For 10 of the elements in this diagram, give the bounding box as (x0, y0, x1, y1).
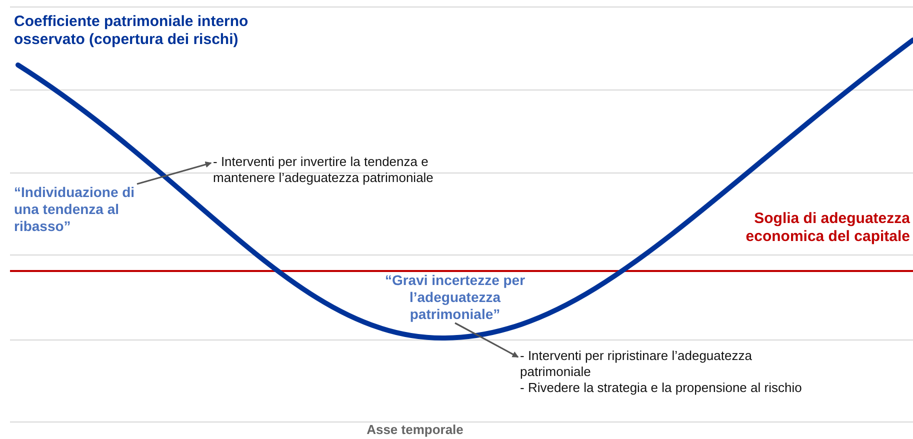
action-note: - Interventi per ripristinare l’adeguatezza patrimoniale (520, 348, 753, 380)
axis-label: Asse temporale (366, 422, 464, 438)
arrow (136, 161, 212, 185)
threshold-label: Soglia di adeguatezza economica del capitale (744, 210, 910, 246)
quoted-note: “Individuazione di una tendenza al ribasso” (14, 184, 136, 235)
series-label: Coefficiente patrimoniale interno osservato (copertura dei rischi) (14, 13, 250, 49)
arrow (454, 322, 519, 358)
action-note: - Interventi per invertire la tendenza e mantenere l’adeguatezza patrimoniale (213, 154, 434, 186)
quoted-note: “Gravi incertezze per l’adeguatezza patrimoniale” (384, 272, 526, 323)
action-note: - Rivedere la strategia e la propensione al rischio (520, 380, 803, 396)
